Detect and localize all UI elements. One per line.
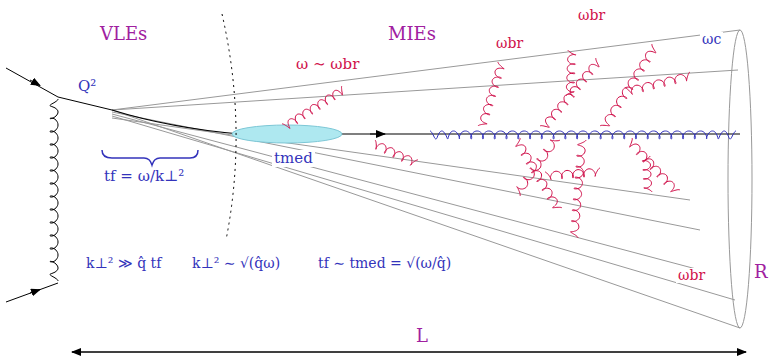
gluon	[517, 140, 560, 196]
gluon	[540, 58, 599, 127]
annotation-label: VLEs	[100, 24, 147, 44]
annotation-label: ωbr	[494, 36, 525, 51]
annotation-label: R	[754, 262, 768, 282]
parton-line	[112, 118, 690, 200]
gluon	[282, 86, 343, 128]
hard-parton	[58, 97, 112, 110]
brace	[102, 150, 198, 165]
annotation-label: ωc	[700, 32, 723, 47]
gluon	[566, 50, 576, 96]
annotation-label: MIEs	[388, 24, 436, 44]
gluon	[430, 131, 736, 139]
annotation-label: tf ∼ tmed = √(ω/q̂)	[316, 256, 453, 271]
gluon	[625, 72, 690, 94]
dashed-separator	[222, 14, 236, 240]
annotation-label: k⊥² ∼ √(q̂ω)	[190, 256, 282, 271]
parton-line	[112, 116, 735, 300]
gluon	[642, 156, 652, 192]
length-arrow	[72, 352, 746, 353]
cone-mouth	[728, 30, 752, 328]
parton-line	[112, 70, 738, 110]
gluon	[478, 62, 504, 126]
gluon	[571, 140, 587, 238]
leading-parton	[112, 110, 740, 134]
annotation-label: ω ∼ ωbr	[296, 56, 359, 73]
incoming-quark	[6, 68, 58, 97]
annotation-label: tmed	[272, 150, 315, 167]
annotation-label: Q²	[78, 78, 96, 95]
cone-edge	[112, 110, 740, 328]
annotation-label: L	[414, 326, 430, 346]
gluon	[600, 44, 656, 126]
gluon	[50, 99, 58, 281]
annotation-label: k⊥² ≫ q̂ tf	[84, 256, 163, 271]
gluon	[375, 140, 418, 165]
incoming-quark	[6, 283, 58, 302]
medium-blob	[232, 125, 342, 143]
gluon	[545, 168, 600, 180]
gluon	[516, 138, 562, 208]
annotation-label: tf = ω/k⊥²	[104, 168, 184, 185]
length-arrow	[72, 352, 746, 353]
gluon	[630, 138, 680, 192]
annotation-label: ωbr	[576, 8, 607, 23]
annotation-label: ωbr	[676, 268, 707, 283]
